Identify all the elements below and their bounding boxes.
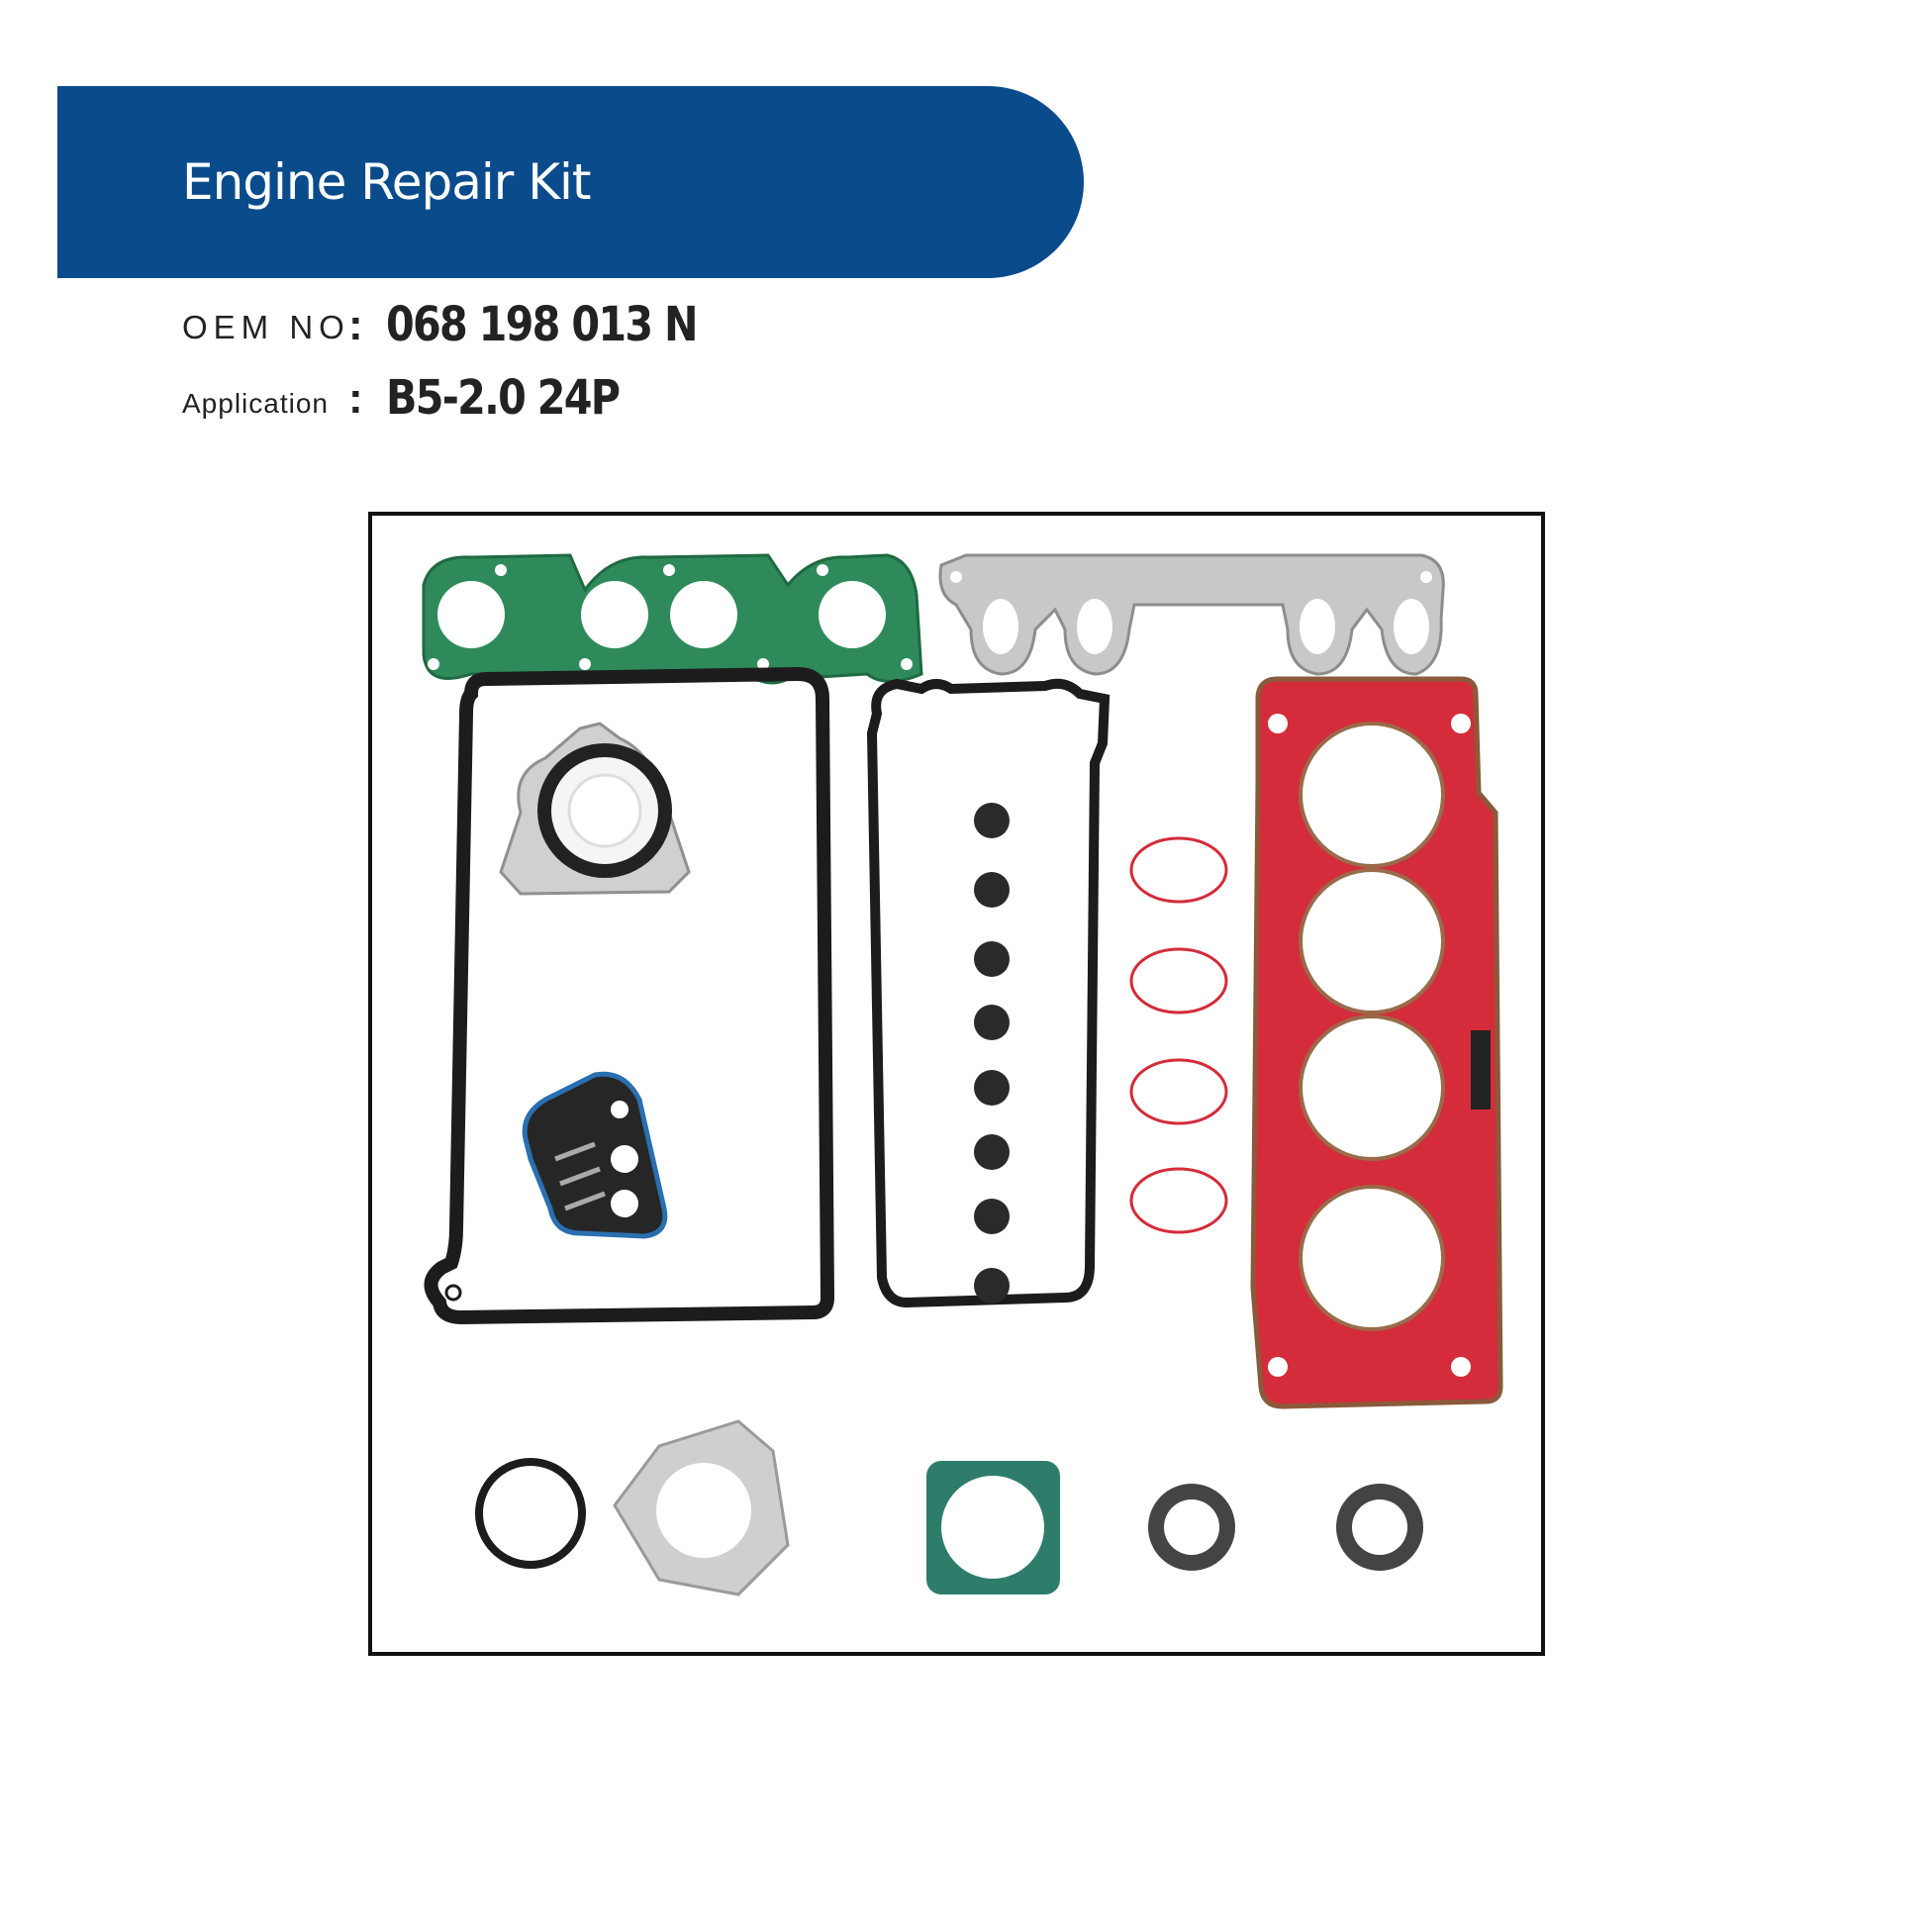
shaft-seal-right [1336, 1484, 1423, 1571]
valve-stem-seals [974, 803, 1010, 1304]
application-label: Application [182, 388, 329, 419]
product-photo [368, 512, 1545, 1656]
rear-main-seal-housing [499, 722, 691, 896]
oem-label: OEM NO [182, 309, 350, 345]
valve-cover-gasket [866, 678, 1111, 1308]
cylinder-head-gasket [1250, 676, 1503, 1409]
application-value: B5-2.0 24P [386, 370, 621, 426]
oem-separator: : [348, 301, 363, 349]
shaft-seal-left [1148, 1484, 1235, 1571]
intake-port-orings [1129, 836, 1228, 1234]
gasket-kit-illustration [422, 553, 1503, 1596]
exhaust-manifold-gasket [938, 553, 1445, 676]
front-cover-gasket [522, 1071, 668, 1239]
intake-manifold-gasket [422, 553, 923, 685]
square-green-gasket [926, 1461, 1060, 1594]
triangular-flange-gasket [613, 1419, 790, 1596]
application-separator: : [348, 374, 363, 423]
page-title: Engine Repair Kit [182, 153, 592, 211]
oem-value: 068 198 013 N [386, 297, 699, 352]
round-oring-gasket [475, 1458, 586, 1569]
oil-pan-gasket [424, 666, 835, 1325]
title-banner: Engine Repair Kit [57, 86, 1084, 278]
